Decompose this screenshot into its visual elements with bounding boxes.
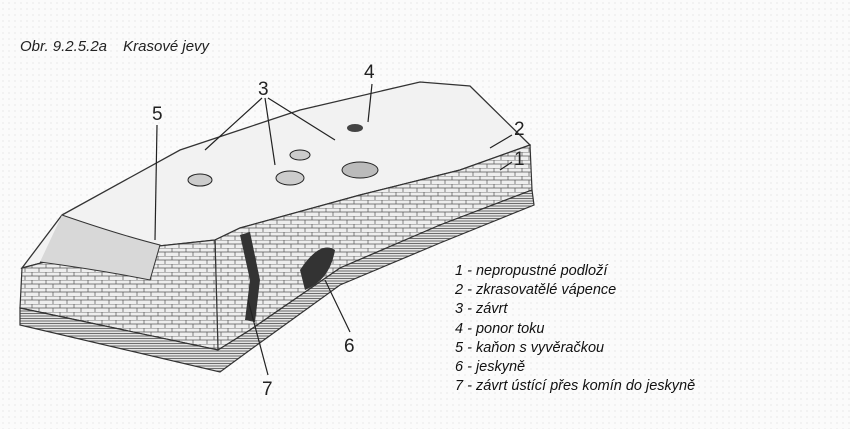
label-1: 1 <box>514 149 525 170</box>
legend-item: 6 - jeskyně <box>455 359 526 376</box>
legend-item: 7 - závrt ústící přes komín do jeskyně <box>455 378 696 395</box>
legend-item: 1 - nepropustné podloží <box>455 263 608 279</box>
sinkhole <box>289 149 311 161</box>
label-6: 6 <box>344 336 355 357</box>
figure-number: Obr. 9.2.5.2a <box>20 38 107 55</box>
label-5: 5 <box>152 104 163 125</box>
canyon <box>39 214 161 281</box>
label-3: 3 <box>258 79 269 100</box>
cave <box>300 247 335 290</box>
sinkhole <box>187 173 213 187</box>
sinkhole <box>341 161 379 179</box>
sinkhole <box>275 170 305 186</box>
figure-title: Krasové jevy <box>123 38 210 55</box>
legend-item: 3 - závrt <box>455 301 508 318</box>
legend-item: 2 - zkrasovatělé vápence <box>455 282 617 299</box>
leader-lines <box>154 83 513 376</box>
legend: 1 - nepropustné podloží 2 - zkrasovatělé… <box>455 262 695 396</box>
label-2: 2 <box>514 119 525 140</box>
label-7: 7 <box>262 379 273 400</box>
label-4: 4 <box>364 62 375 83</box>
legend-item: 5 - kaňon s vyvěračkou <box>455 339 605 356</box>
legend-item: 4 - ponor toku <box>455 320 545 337</box>
figure-caption: Obr. 9.2.5.2a Krasové jevy <box>20 38 209 55</box>
chimney <box>240 232 260 322</box>
impermeable-bedrock <box>19 189 535 373</box>
sinkhole <box>347 124 363 132</box>
